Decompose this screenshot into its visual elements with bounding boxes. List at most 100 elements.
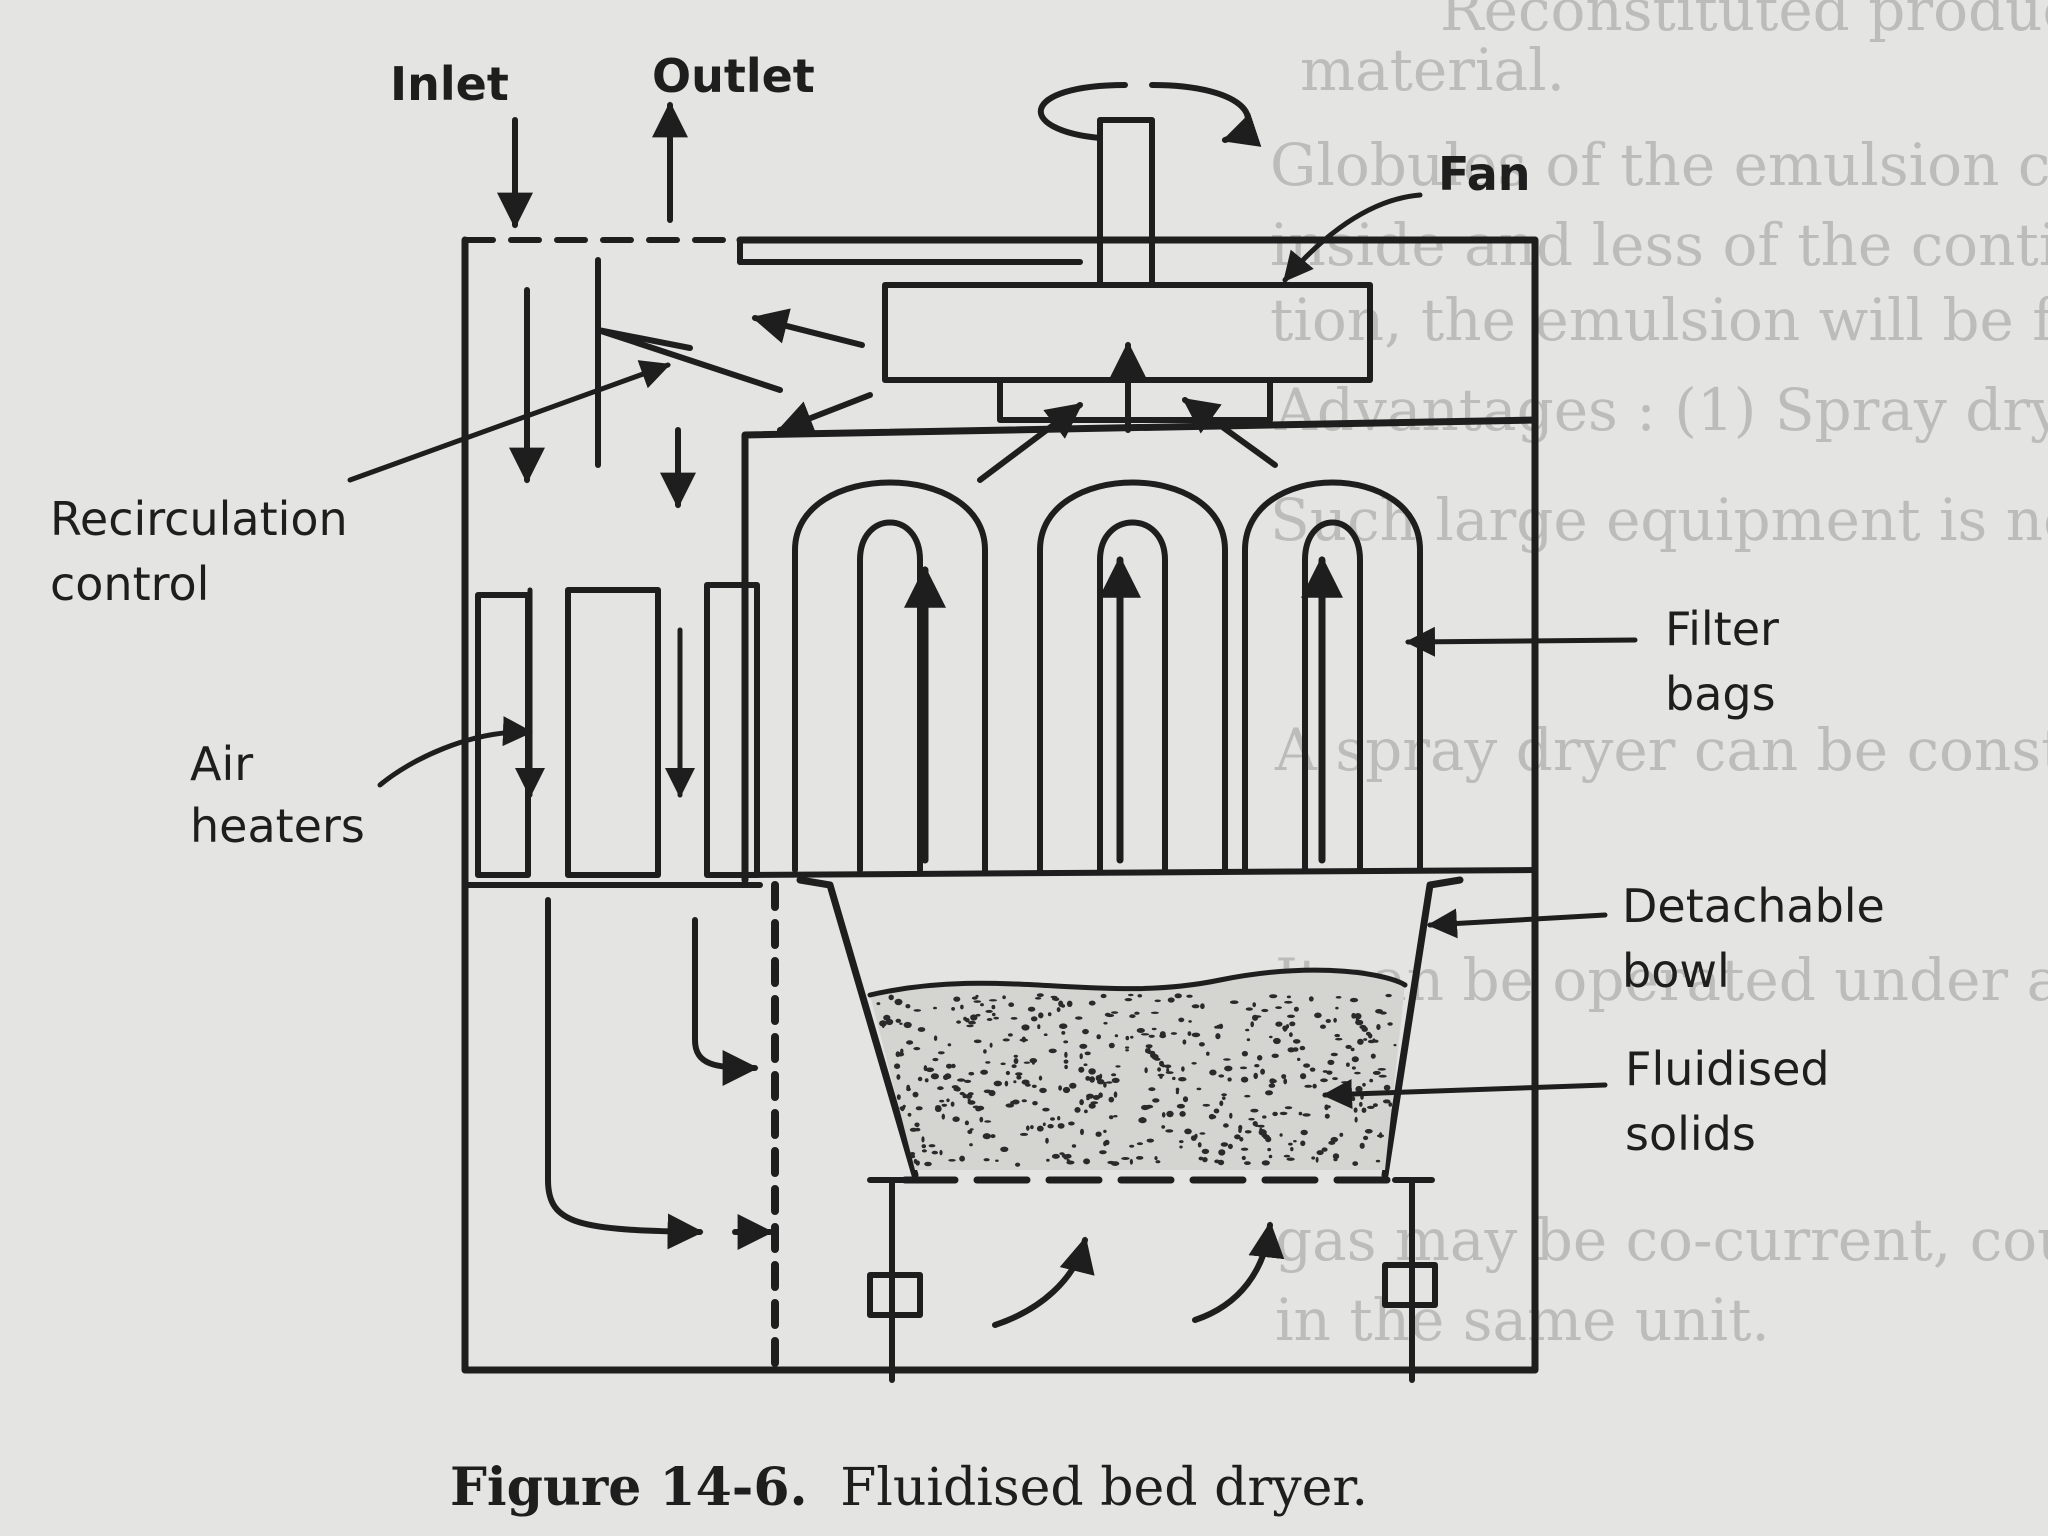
filter-bags-label: Filter — [1665, 602, 1779, 656]
solid-particle — [1239, 1066, 1248, 1070]
solid-particle — [1335, 996, 1342, 999]
solid-particle — [1198, 1042, 1205, 1047]
solid-particle — [1125, 1049, 1129, 1052]
solid-particle — [1364, 1129, 1373, 1134]
solid-particle — [1019, 1038, 1029, 1042]
solid-particle — [1327, 1059, 1335, 1065]
solid-particle — [1046, 1158, 1050, 1162]
solid-particle — [1372, 1103, 1378, 1107]
solid-particle — [1209, 1069, 1217, 1076]
solid-particle — [1272, 1111, 1278, 1117]
solid-particle — [1047, 1124, 1054, 1129]
solid-particle — [905, 1004, 911, 1009]
solid-particle — [1286, 1157, 1295, 1161]
bg-text-line: inside and less of the continuous phase … — [1270, 211, 2048, 279]
solid-particle — [930, 1073, 940, 1080]
solid-particle — [1108, 1042, 1115, 1049]
solid-particle — [915, 1106, 923, 1111]
solid-particle — [933, 1006, 937, 1010]
solid-particle — [1080, 1128, 1084, 1136]
solid-particle — [1143, 1106, 1151, 1110]
solid-particle — [1157, 1067, 1162, 1072]
solid-particle — [1030, 1125, 1034, 1130]
solid-particle — [946, 1098, 950, 1103]
solid-particle — [1071, 1144, 1077, 1148]
bg-text-line: Such large equipment is not always easy … — [1270, 486, 2048, 554]
solid-particle — [1063, 1059, 1069, 1064]
solid-particle — [951, 1007, 955, 1011]
solid-particle — [1271, 1053, 1279, 1059]
solid-particle — [1182, 1096, 1189, 1103]
solids-label-line2: solids — [1625, 1107, 1756, 1161]
solid-particle — [881, 1022, 885, 1029]
solid-particle — [910, 1154, 916, 1159]
solid-particle — [1229, 1000, 1239, 1004]
solid-particle — [903, 1021, 912, 1029]
solid-particle — [983, 1158, 990, 1162]
solid-particle — [1148, 1087, 1156, 1092]
solid-particle — [894, 998, 903, 1006]
solid-particle — [1281, 1074, 1287, 1079]
solid-particle — [1124, 998, 1133, 1002]
solid-particle — [953, 996, 961, 1002]
solid-particle — [1293, 1140, 1297, 1143]
solid-particle — [1363, 1038, 1368, 1041]
solid-particle — [1078, 1066, 1085, 1073]
solid-particle — [1244, 1161, 1251, 1165]
solid-particle — [933, 1035, 938, 1041]
solid-particle — [946, 1063, 953, 1069]
solid-particle — [1279, 1133, 1283, 1137]
solid-particle — [909, 1152, 916, 1156]
solid-particle — [952, 1116, 960, 1122]
solid-particle — [1320, 1024, 1326, 1029]
solid-particle — [1224, 1065, 1233, 1072]
solid-particle — [1047, 1012, 1052, 1017]
solid-particle — [947, 1043, 952, 1047]
filter-bags-label-line2: bags — [1665, 667, 1776, 721]
solid-particle — [1303, 1063, 1311, 1068]
solid-particle — [1283, 1078, 1288, 1085]
solid-particle — [993, 1080, 1002, 1087]
solid-particle — [1166, 1067, 1170, 1074]
solid-particle — [1146, 1138, 1155, 1143]
solid-particle — [1220, 1142, 1229, 1147]
solid-particle — [928, 1144, 936, 1148]
solid-particle — [1351, 1056, 1359, 1063]
solid-particle — [1334, 1033, 1340, 1038]
solid-particle — [1275, 1021, 1283, 1027]
solid-particle — [906, 1084, 911, 1090]
solid-particle — [1326, 1105, 1331, 1109]
solid-particle — [1234, 1134, 1241, 1140]
solid-particle — [1086, 1093, 1094, 1099]
solid-particle — [1300, 1129, 1308, 1136]
solid-particle — [1363, 1135, 1369, 1141]
solid-particle — [1387, 1022, 1393, 1026]
solid-particle — [1113, 1115, 1118, 1118]
solid-particle — [1129, 1014, 1136, 1019]
bg-text-line: A spray dryer can be constructed in such… — [1274, 716, 2048, 784]
solid-particle — [1268, 1083, 1276, 1088]
solid-particle — [966, 1024, 974, 1028]
solid-particle — [1333, 1017, 1337, 1023]
solid-particle — [1062, 1086, 1071, 1094]
solid-particle — [1088, 1000, 1096, 1006]
solid-particle — [1136, 1142, 1143, 1146]
solid-particle — [1057, 1123, 1065, 1129]
solid-particle — [1345, 1044, 1352, 1049]
solid-particle — [1314, 1012, 1322, 1019]
solid-particle — [906, 1040, 914, 1045]
solid-particle — [1287, 1014, 1295, 1018]
solid-particle — [1257, 1055, 1263, 1061]
solid-particle — [1312, 1083, 1317, 1089]
solid-particle — [964, 1079, 972, 1083]
solid-particle — [1068, 1121, 1075, 1126]
solid-particle — [1111, 1073, 1117, 1077]
solid-particle — [1114, 1034, 1119, 1038]
solid-particle — [1202, 1157, 1208, 1163]
solid-particle — [1269, 1035, 1273, 1039]
solid-particle — [1304, 1084, 1313, 1088]
solid-particle — [1191, 1004, 1200, 1009]
solid-particle — [1037, 1024, 1041, 1030]
solid-particle — [1000, 1146, 1009, 1153]
